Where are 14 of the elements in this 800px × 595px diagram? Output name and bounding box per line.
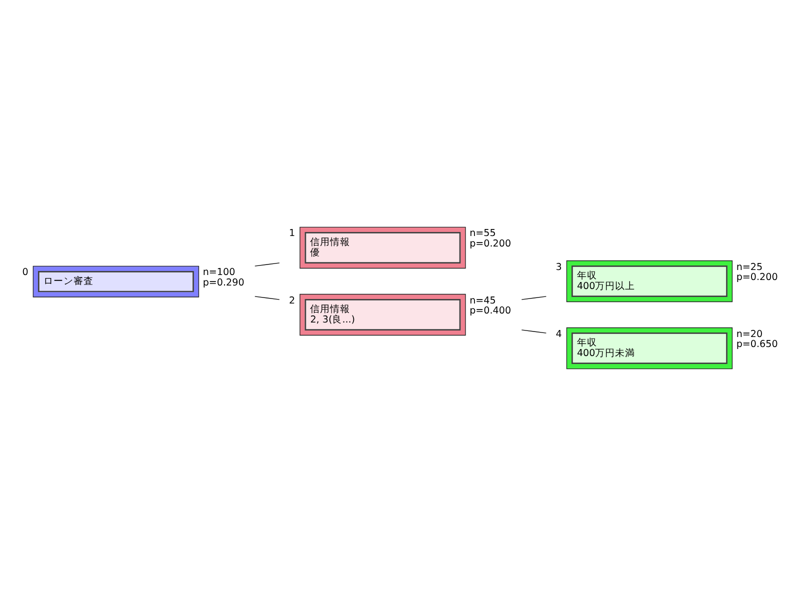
node-label: 1 [288, 228, 295, 239]
node-label: n=45 p=0.400 [469, 294, 511, 316]
node-label: n=100 p=0.290 [202, 266, 244, 288]
node-label: n=20 p=0.650 [736, 328, 778, 350]
node-label: 4 [555, 328, 562, 340]
connector [254, 262, 280, 266]
node-label: n=55 p=0.200 [469, 228, 511, 249]
node-label: 2 [288, 294, 295, 306]
connector [254, 296, 280, 300]
node-label: 0 [22, 266, 28, 278]
connector [520, 296, 546, 300]
connector [520, 329, 546, 333]
node-label: n=25 p=0.200 [736, 261, 778, 283]
node-label: 3 [555, 261, 562, 272]
